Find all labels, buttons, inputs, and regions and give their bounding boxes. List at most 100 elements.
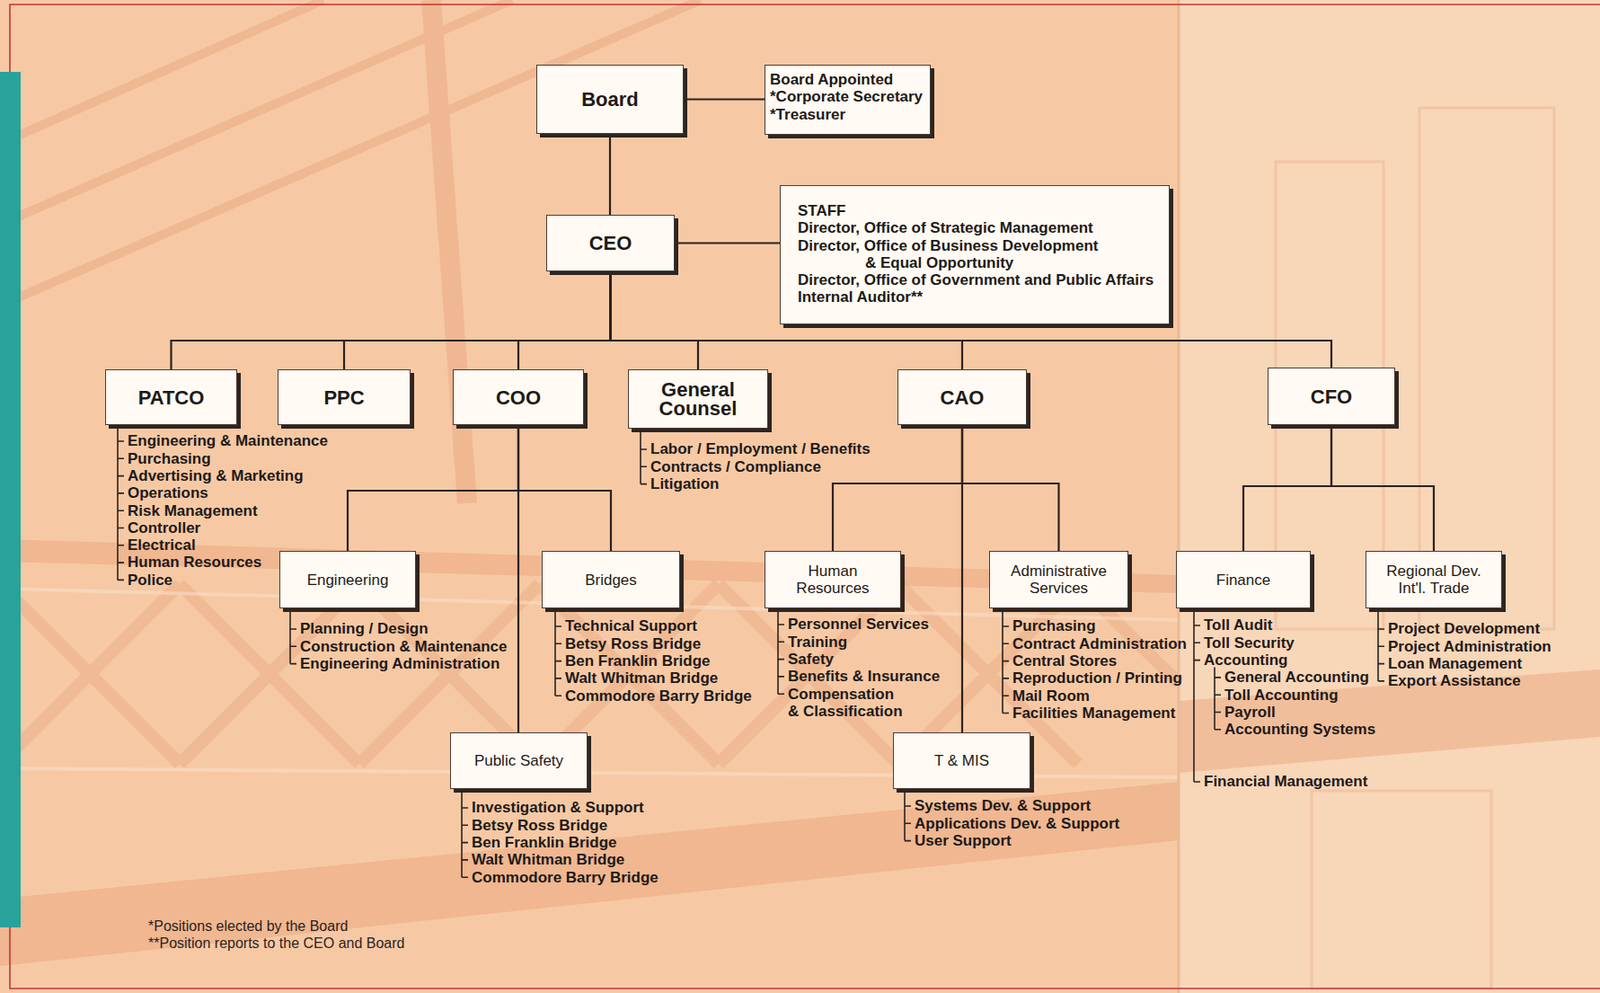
list-item: Accounting — [1203, 651, 1289, 669]
org-connector — [518, 271, 611, 370]
footnote: **Position reports to the CEO and Board — [148, 934, 406, 952]
label-slot: General Accounting — [1224, 668, 1370, 686]
list-item: Engineering Administration — [300, 654, 500, 672]
list-bracket — [1378, 609, 1385, 681]
label-slot: Walt Whitman Bridge — [471, 850, 625, 868]
box-label: *Corporate Secretary — [769, 88, 923, 106]
label-slot: Walt Whitman Bridge — [565, 669, 718, 687]
list-bracket — [1002, 609, 1009, 714]
list-item: Personnel Services — [787, 615, 929, 633]
org-box: CAO — [897, 369, 1027, 425]
list-item: Walt Whitman Bridge — [471, 850, 625, 868]
org-box: COO — [452, 369, 584, 425]
label-slot: Commodore Barry Bridge — [565, 687, 752, 705]
page-fold — [1177, 0, 1181, 993]
org-box: Administrative Services — [989, 550, 1129, 609]
org-connector — [347, 424, 519, 551]
list-item: Controller — [127, 519, 201, 537]
list-item: Payroll — [1224, 703, 1276, 721]
org-connector — [1331, 424, 1434, 551]
label-slot: Operations — [127, 484, 209, 502]
org-box: CFO — [1267, 367, 1396, 425]
list-item: Technical Support — [565, 617, 698, 635]
org-box: T & MIS — [892, 732, 1031, 789]
list-item: Safety — [787, 650, 834, 668]
box-label: Finance — [1184, 571, 1303, 589]
building-outline — [1311, 790, 1492, 989]
org-connector — [344, 271, 611, 370]
label-slot: Toll Audit — [1203, 616, 1273, 634]
list-item: User Support — [914, 831, 1012, 849]
org-box: Public Safety — [450, 732, 588, 789]
org-box: Engineering — [279, 550, 416, 609]
label-slot: Toll Accounting — [1224, 686, 1339, 704]
org-box: CEO — [546, 214, 675, 272]
org-box: Bridges — [541, 550, 681, 609]
bridge-deck — [0, 539, 1600, 966]
list-item: Toll Audit — [1203, 616, 1273, 634]
org-connector — [674, 241, 780, 244]
label-slot: Police — [127, 571, 173, 589]
label-slot: **Position reports to the CEO and Board — [148, 934, 406, 952]
label-slot: Ben Franklin Bridge — [471, 833, 618, 851]
list-item: Reproduction / Printing — [1012, 669, 1183, 687]
box-label: Bridges — [549, 571, 672, 589]
label-slot: Training — [787, 633, 848, 651]
right-page-ground — [1178, 0, 1600, 993]
label-slot: Engineering & Maintenance — [127, 432, 328, 450]
label-slot: User Support — [914, 831, 1012, 849]
list-item: Central Stores — [1012, 652, 1117, 670]
box-label: Board Appointed — [769, 70, 923, 89]
label-slot: Labor / Employment / Benefits — [650, 440, 871, 458]
org-box: Board — [536, 64, 684, 134]
list-item: Engineering & Maintenance — [127, 432, 328, 450]
list-item: Contract Administration — [1012, 635, 1187, 653]
list-item: Export Assistance — [1387, 671, 1521, 690]
list-item: Electrical — [127, 536, 196, 554]
list-item: Compensation & Classification — [787, 685, 907, 721]
org-box: PATCO — [105, 369, 238, 425]
box-label: PATCO — [113, 388, 230, 407]
list-item: Purchasing — [127, 450, 212, 468]
label-slot: Toll Security — [1203, 634, 1295, 652]
box-label: CFO — [1275, 387, 1388, 407]
label-slot: Compensation & Classification — [787, 685, 907, 721]
buildings — [1275, 107, 1555, 989]
org-connector — [518, 424, 611, 551]
list-item: Ben Franklin Bridge — [471, 833, 618, 851]
label-slot: Planning / Design — [300, 619, 429, 637]
org-connector — [609, 133, 611, 215]
org-box: General Counsel — [627, 369, 769, 429]
label-slot: Central Stores — [1012, 652, 1117, 670]
label-slot: Ben Franklin Bridge — [565, 652, 711, 670]
label-slot: Benefits & Insurance — [787, 667, 940, 685]
cable-line — [0, 0, 324, 144]
org-connector — [610, 271, 699, 370]
cable-line — [0, 0, 701, 306]
box-label: STAFF — [797, 202, 1162, 220]
deck-band — [0, 781, 1179, 966]
label-slot: Controller — [127, 519, 201, 537]
list-item: General Accounting — [1224, 668, 1370, 686]
list-bracket — [117, 425, 124, 580]
box-label: Board — [544, 89, 676, 109]
box-label: Director, Office of Government and Publi… — [797, 271, 1162, 289]
box-label: T & MIS — [901, 751, 1023, 770]
box-label: Director, Office of Business Development… — [797, 237, 1111, 273]
label-slot: Facilities Management — [1012, 704, 1176, 722]
org-box: Finance — [1175, 550, 1311, 609]
list-item: Loan Management — [1387, 654, 1522, 672]
label-slot: Technical Support — [565, 617, 698, 635]
label-slot: Export Assistance — [1387, 671, 1521, 690]
org-connector — [683, 97, 765, 100]
list-item: Litigation — [650, 475, 719, 493]
footnote: *Positions elected by the Board — [148, 917, 348, 935]
label-slot: Betsy Ross Bridge — [565, 635, 701, 653]
list-item: Planning / Design — [300, 619, 429, 637]
list-item: Advertising & Marketing — [127, 467, 304, 485]
box-label: Internal Auditor** — [797, 288, 1162, 306]
label-slot: Safety — [787, 650, 834, 668]
